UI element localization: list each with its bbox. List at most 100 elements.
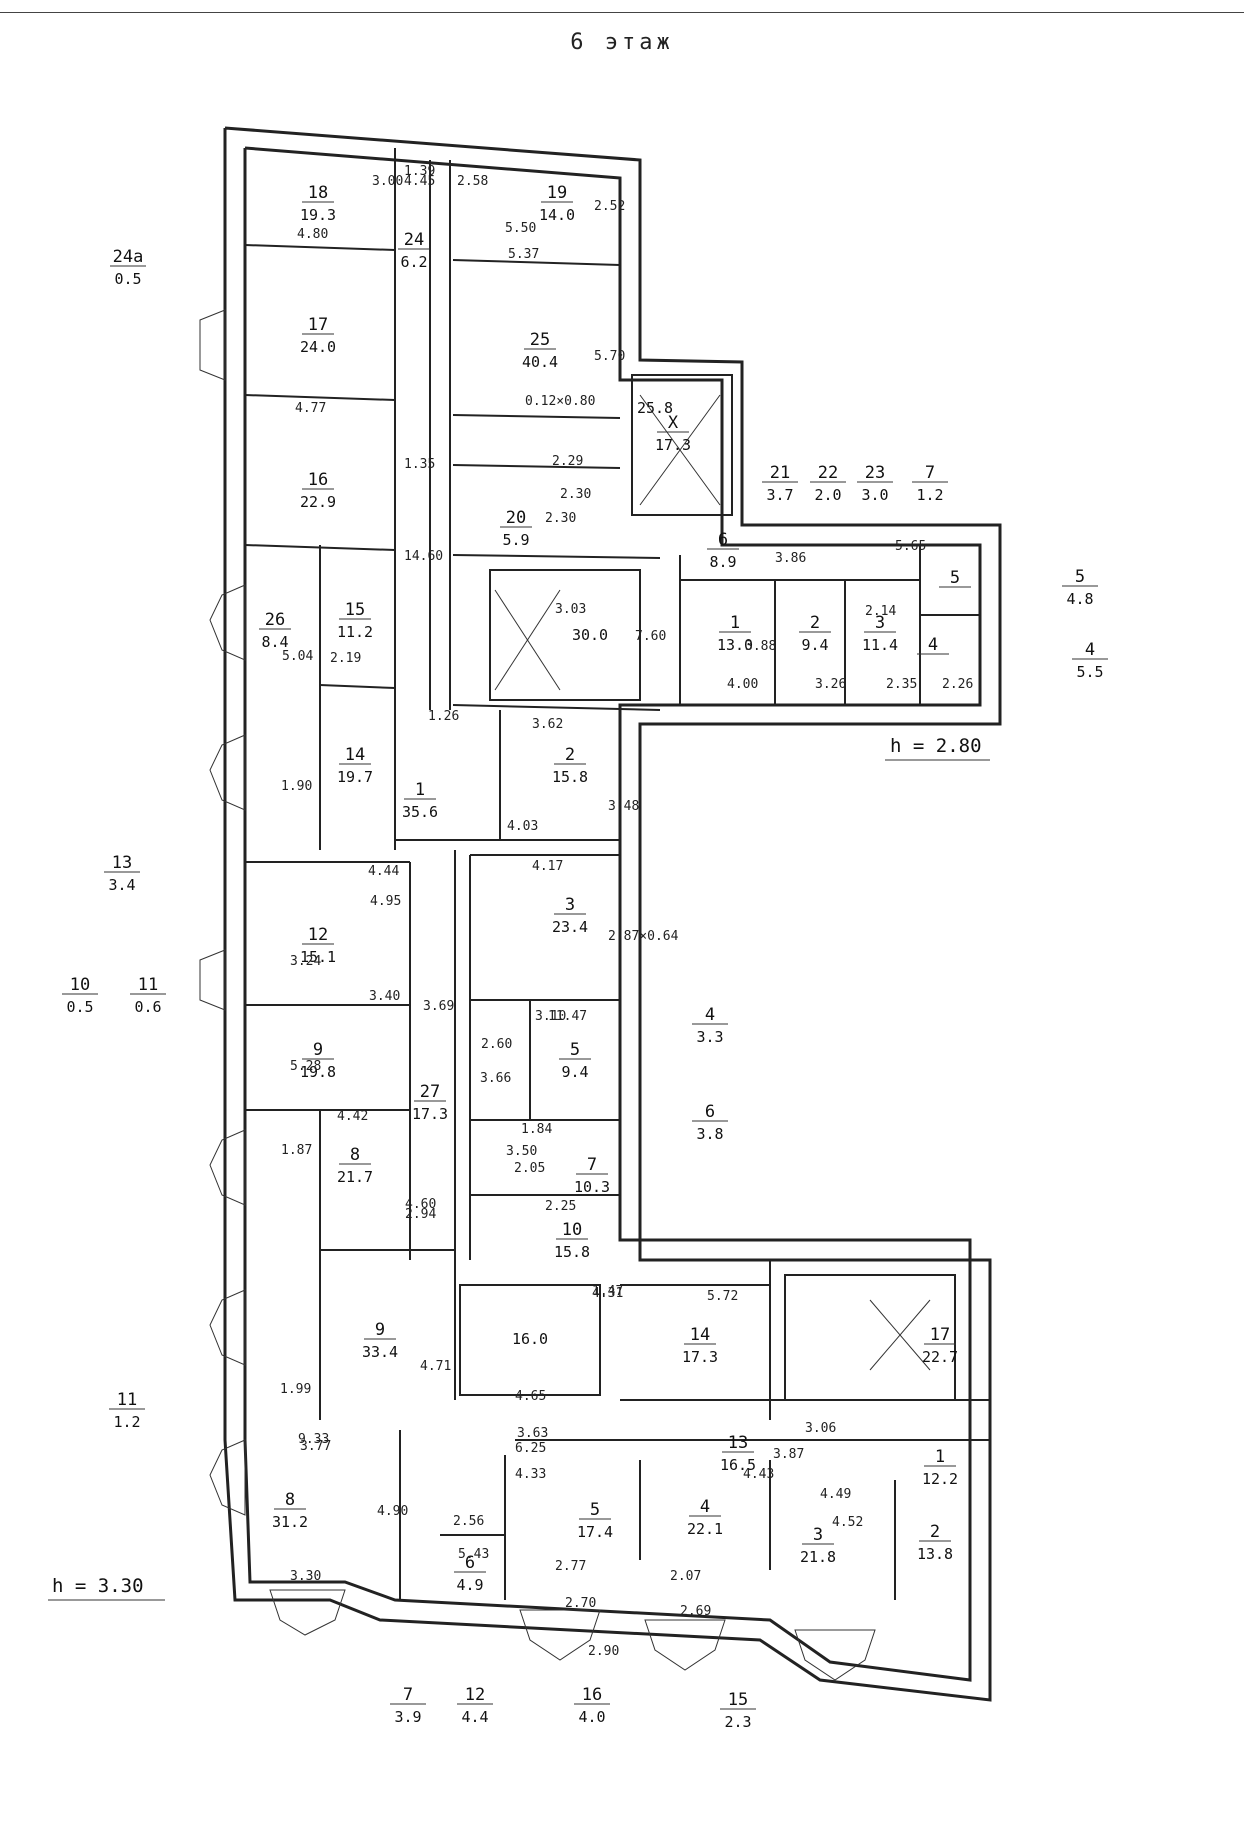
room-area: 9.4: [801, 636, 828, 654]
dimension-value: 4.31: [592, 1286, 623, 1301]
dimension-value: 2.07: [670, 1569, 701, 1584]
dimension-value: 2.14: [865, 604, 896, 619]
balcony-number: 5: [1075, 567, 1085, 587]
balcony-number: 12: [465, 1685, 485, 1705]
height-label-east: h = 2.80: [890, 735, 982, 757]
top-border-line: [0, 0, 1244, 13]
room-area: 21.8: [800, 1548, 836, 1566]
room-area: 10.3: [574, 1178, 610, 1196]
dimension-value: 4.33: [515, 1467, 546, 1482]
balcony-area: 3.0: [861, 486, 888, 504]
dimension-value: 4.71: [420, 1359, 451, 1374]
room-number: 1: [730, 613, 740, 633]
room-area: 16.5: [720, 1456, 756, 1474]
dimension-value: 5.04: [282, 649, 313, 664]
balcony-number: 10: [70, 975, 90, 995]
dimension-value: 2.30: [545, 511, 576, 526]
dimension-value: 4.49: [820, 1487, 851, 1502]
dimension-value: 4.00: [727, 677, 758, 692]
dimension-value: 2.26: [942, 677, 973, 692]
dimension-value: 2.87×0.64: [608, 929, 679, 944]
dimension-value: 4.03: [507, 819, 538, 834]
room-number: 2: [810, 613, 820, 633]
room-area: 15.8: [552, 768, 588, 786]
balcony-area: 3.4: [108, 876, 135, 894]
room-number: 5: [570, 1040, 580, 1060]
dimension-value: 1.84: [521, 1122, 552, 1137]
balcony-number: 11: [117, 1390, 137, 1410]
dimension-value: 3.30: [290, 1569, 321, 1584]
room-area: 13.0: [717, 636, 753, 654]
balcony-area: 0.5: [114, 270, 141, 288]
room-area: 11.4: [862, 636, 898, 654]
dimension-value: 4.77: [295, 401, 326, 416]
dimension-value: 3.77: [300, 1439, 331, 1454]
dimension-value: 4.44: [368, 864, 399, 879]
dimension-value: 4.45: [404, 174, 435, 189]
balcony-number: 4: [705, 1005, 715, 1025]
dimension-value: 1.47: [592, 1284, 623, 1299]
outer-walls: [223, 126, 1002, 1702]
dimension-value: 3.62: [532, 717, 563, 732]
height-labels: h = 2.80 h = 3.30: [48, 735, 990, 1601]
balcony-area: 0.5: [66, 998, 93, 1016]
room-area: 8.9: [709, 553, 736, 571]
room-area: 22.7: [922, 1348, 958, 1366]
room-number: X: [668, 413, 679, 433]
room-number: 5: [950, 568, 960, 588]
balcony-number: 7: [925, 463, 935, 483]
stair-labels: 30.016.025.8: [512, 399, 673, 1348]
dimension-value: 3.06: [805, 1421, 836, 1436]
room-area: 9.4: [561, 1063, 588, 1081]
balcony-area: 1.2: [113, 1413, 140, 1431]
balcony-number: 22: [818, 463, 838, 483]
room-area: 8.4: [261, 633, 288, 651]
dimension-value: 14.60: [404, 549, 443, 564]
dimension-value: 4.43: [743, 1467, 774, 1482]
dimension-value: 3.03: [555, 602, 586, 617]
room-number: 20: [506, 508, 526, 528]
room-number: 2: [565, 745, 575, 765]
dimension-value: 2.05: [514, 1161, 545, 1176]
dimension-value: 5.65: [895, 539, 926, 554]
room-number: 9: [313, 1040, 323, 1060]
dimension-value: 4.17: [532, 859, 563, 874]
room-number: 4: [700, 1497, 710, 1517]
dimension-value: 4.65: [515, 1389, 546, 1404]
balcony-labels: 24a0.5133.4100.5110.6111.2213.7222.0233.…: [62, 247, 1108, 1731]
room-area: 12.2: [922, 1470, 958, 1488]
dimension-value: 3.88: [745, 639, 776, 654]
room-number: 27: [420, 1082, 440, 1102]
room-number: 19: [547, 183, 567, 203]
room-number: 14: [345, 745, 365, 765]
room-number: 3: [875, 613, 885, 633]
dimension-value: 2.60: [481, 1037, 512, 1052]
height-label-west: h = 3.30: [52, 1575, 144, 1597]
room-number: 3: [565, 895, 575, 915]
room-number: 16: [308, 470, 328, 490]
dimension-value: 2.90: [588, 1644, 619, 1659]
dimension-value: 3.24: [290, 954, 321, 969]
stair-area: 25.8: [637, 399, 673, 417]
room-area: 40.4: [522, 353, 558, 371]
balcony-area: 3.8: [696, 1125, 723, 1143]
dimension-value: 3.26: [815, 677, 846, 692]
dimension-value: 2.69: [680, 1604, 711, 1619]
dimension-value: 2.58: [457, 174, 488, 189]
room-area: 4.9: [456, 1576, 483, 1594]
stair-area: 30.0: [572, 626, 608, 644]
room-area: 21.7: [337, 1168, 373, 1186]
bay-windows-west: [199, 309, 246, 1516]
dimension-value: 3.48: [608, 799, 639, 814]
room-area: 11.2: [337, 623, 373, 641]
room-area: 31.2: [272, 1513, 308, 1531]
dimension-value: 4.95: [370, 894, 401, 909]
dimension-value: 2.35: [886, 677, 917, 692]
room-area: 17.3: [412, 1105, 448, 1123]
dimension-value: 1.39: [404, 164, 435, 179]
dimension-value: 1.99: [280, 1382, 311, 1397]
room-number: 12: [308, 925, 328, 945]
balcony-number: 11: [138, 975, 158, 995]
